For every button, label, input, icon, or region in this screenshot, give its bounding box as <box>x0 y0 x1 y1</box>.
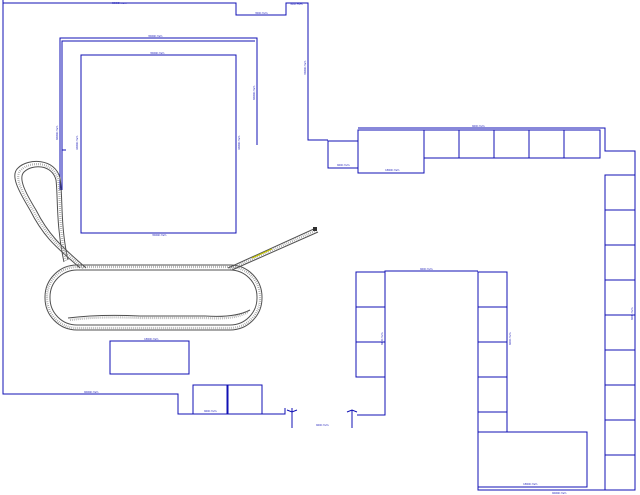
unit <box>355 341 386 378</box>
outer-wall-north <box>3 2 328 141</box>
dim-board-right: 4999 mm <box>237 135 241 150</box>
unit <box>604 384 636 421</box>
dim-corner-box: 900 mm <box>337 163 350 167</box>
dim-board-left: 4999 mm <box>75 135 79 150</box>
unit <box>423 129 460 159</box>
small-table <box>109 340 190 375</box>
shelf-outline <box>59 37 258 190</box>
unit <box>477 306 508 343</box>
unit <box>604 419 636 456</box>
dim-big-cabinet: 1800 mm <box>385 168 400 172</box>
unit <box>477 411 508 433</box>
spur-track-b <box>231 231 319 271</box>
spur-accent <box>251 248 273 259</box>
east-wall <box>358 127 636 491</box>
unit <box>604 209 636 246</box>
siding-track <box>67 309 251 319</box>
unit <box>604 279 636 316</box>
dim-right-column: 900 mm <box>630 307 634 320</box>
dim-mid-wall: 3999 mm <box>303 60 307 75</box>
dim-left-wall-bottom: 9999 mm <box>84 390 99 394</box>
main-board <box>80 54 237 234</box>
unit <box>604 244 636 281</box>
unit <box>604 174 636 211</box>
big-cabinet <box>357 129 425 174</box>
dim-loop-right: 900 mm <box>508 332 512 345</box>
dimension-labels: 9999 mm 300 mm 300 mm 3999 mm 3999 mm 39… <box>55 1 634 495</box>
dim-top-left-wall: 9999 mm <box>112 1 127 5</box>
dim-top-right-wall: 300 mm <box>290 2 303 6</box>
unit <box>458 129 495 159</box>
dim-board-bottom: 3999 mm <box>152 233 167 237</box>
bottom-unit-right <box>227 384 263 415</box>
corner-box <box>327 140 359 169</box>
dim-loop-top: 900 mm <box>420 267 433 271</box>
dim-loop-left: 900 mm <box>380 332 384 345</box>
dim-shelf-top: 3999 mm <box>148 34 163 38</box>
dim-board-top: 3999 mm <box>150 51 165 55</box>
unit <box>528 129 565 159</box>
top-row-units <box>423 129 601 159</box>
dim-door: 900 mm <box>316 423 329 427</box>
unit <box>477 376 508 413</box>
oval-track-inner <box>49 269 258 326</box>
unit <box>477 341 508 378</box>
right-column-units <box>604 174 636 491</box>
inner-left-units <box>355 271 386 378</box>
loop-track-outer <box>14 160 81 269</box>
buffer-stop <box>313 227 317 231</box>
dim-top-notch: 300 mm <box>255 11 268 15</box>
bottom-big-box <box>477 431 588 488</box>
inner-right-units <box>477 271 508 433</box>
dim-bottom-big-box: 1800 mm <box>523 482 538 486</box>
unit <box>493 129 530 159</box>
unit <box>563 129 601 159</box>
unit <box>355 306 386 343</box>
outer-wall-west <box>2 0 286 415</box>
siding-sleepers <box>69 311 249 322</box>
unit <box>604 454 636 491</box>
shelf-line <box>59 37 258 190</box>
unit <box>604 314 636 351</box>
dim-shelf-left: 9999 mm <box>55 125 59 140</box>
unit <box>477 271 508 308</box>
bottom-unit-left <box>192 384 228 415</box>
dim-bottom-pair: 900 mm <box>204 409 217 413</box>
unit <box>355 271 386 308</box>
door-swing-left <box>286 409 298 413</box>
spur-track-a <box>227 227 317 269</box>
dim-shelf-right: 9999 mm <box>252 85 256 100</box>
unit <box>604 349 636 386</box>
loop-track-inner <box>21 166 87 269</box>
door-swing-right <box>346 409 358 413</box>
shelf-inner <box>61 40 255 190</box>
dim-bottom-wall: 9999 mm <box>552 491 567 495</box>
oval-track-outer <box>44 264 263 331</box>
spur-sleepers <box>229 228 318 271</box>
dim-top-row: 900 mm <box>472 124 485 128</box>
track-layout <box>14 160 319 331</box>
oval-track-sleepers <box>45 265 262 330</box>
loop-sleepers <box>17 163 84 269</box>
dim-small-table: 1800 mm <box>144 337 159 341</box>
